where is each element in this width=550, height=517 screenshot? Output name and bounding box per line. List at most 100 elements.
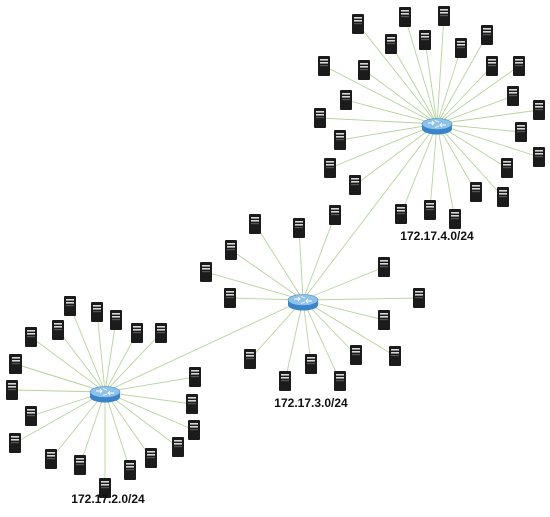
server-link — [284, 299, 304, 382]
server-icon — [395, 204, 407, 224]
server-link — [319, 117, 438, 125]
server-link — [400, 123, 438, 215]
server-link — [104, 391, 152, 459]
server-icon — [155, 323, 167, 343]
server-link — [302, 299, 312, 365]
server-link — [424, 39, 438, 125]
subnet-label-172-17-4-0: 172.17.4.0/24 — [400, 229, 474, 243]
server-link — [96, 311, 106, 393]
server-icon — [385, 34, 397, 54]
links-layer — [11, 15, 540, 488]
server-icon — [340, 90, 352, 110]
server-link — [104, 319, 117, 393]
server-icon — [455, 38, 467, 58]
server-icon — [318, 56, 330, 76]
server-icon — [329, 205, 341, 225]
router-link — [302, 123, 438, 301]
server-link — [436, 123, 504, 198]
server-link — [298, 227, 304, 301]
server-icon — [145, 448, 157, 468]
server-icon — [424, 200, 436, 220]
server-icon — [189, 367, 201, 387]
server-icon — [52, 320, 64, 340]
server-link — [436, 123, 477, 193]
server-link — [205, 271, 304, 301]
subnet-label-172-17-2-0: 172.17.2.0/24 — [71, 492, 145, 506]
server-icon — [533, 100, 545, 120]
server-link — [339, 123, 438, 141]
server-icon — [124, 460, 136, 480]
server-icon — [110, 310, 122, 330]
server-icon — [358, 60, 370, 80]
server-icon — [533, 147, 545, 167]
server-icon — [350, 345, 362, 365]
server-icon — [225, 240, 237, 260]
server-link — [436, 15, 445, 125]
server-link — [302, 266, 385, 301]
server-link — [104, 376, 196, 393]
server-link — [436, 109, 540, 125]
server-link — [30, 336, 106, 393]
server-icon — [200, 262, 212, 282]
server-link — [104, 391, 179, 448]
server-icon — [64, 296, 76, 316]
server-link — [104, 391, 195, 431]
server-icon — [349, 175, 361, 195]
server-icon — [314, 108, 326, 128]
server-icon — [501, 158, 513, 178]
server-link — [50, 391, 106, 460]
server-icon — [249, 214, 261, 234]
server-icon — [497, 187, 509, 207]
server-icon — [74, 455, 86, 475]
server-icon — [515, 122, 527, 142]
server-link — [329, 123, 438, 169]
server-link — [302, 297, 420, 301]
server-icon — [25, 406, 37, 426]
server-icon — [470, 182, 482, 202]
server-icon — [172, 437, 184, 457]
server-icon — [45, 449, 57, 469]
server-link — [302, 299, 341, 382]
server-link — [254, 223, 304, 301]
server-link — [69, 305, 106, 393]
server-link — [104, 332, 162, 393]
server-icon — [99, 478, 111, 498]
routers-layer — [89, 118, 453, 403]
server-link — [429, 123, 438, 211]
server-link — [104, 391, 131, 471]
server-icon — [399, 7, 411, 27]
server-link — [323, 65, 438, 125]
router-icon — [89, 386, 121, 403]
server-icon — [10, 354, 22, 374]
router-icon — [287, 294, 319, 311]
server-icon — [334, 371, 346, 391]
server-icon — [481, 25, 493, 45]
server-link — [249, 299, 304, 360]
server-icon — [507, 86, 519, 106]
server-icon — [244, 349, 256, 369]
server-link — [436, 47, 462, 125]
server-link — [363, 69, 438, 125]
server-icon — [438, 6, 450, 26]
server-link — [57, 329, 106, 393]
server-link — [436, 65, 520, 125]
server-icon — [413, 288, 425, 308]
server-icon — [334, 130, 346, 150]
server-icon — [6, 380, 18, 400]
server-link — [357, 23, 438, 125]
server-icon — [378, 257, 390, 277]
server-link — [302, 214, 336, 301]
server-icon — [224, 288, 236, 308]
server-icon — [486, 56, 498, 76]
server-icon — [352, 14, 364, 34]
router-icon — [421, 118, 453, 135]
server-link — [390, 43, 438, 125]
server-icon — [186, 394, 198, 414]
server-icon — [91, 302, 103, 322]
server-icon — [293, 218, 305, 238]
server-link — [436, 123, 456, 220]
server-icon — [25, 327, 37, 347]
router-link — [104, 299, 304, 393]
